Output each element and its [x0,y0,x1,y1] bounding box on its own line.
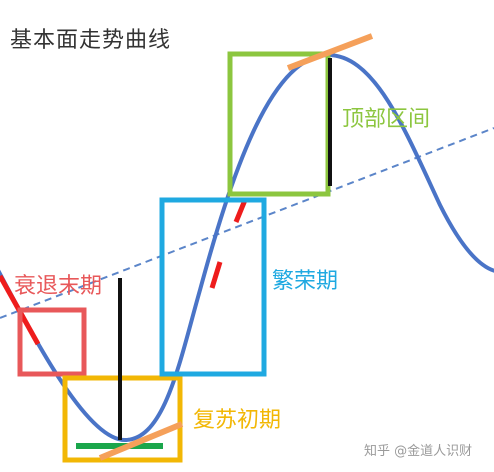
recovery-box [62,375,183,463]
top-box [227,51,331,197]
recession-box [17,307,87,377]
top-label: 顶部区间 [342,107,431,132]
boom-box [159,197,267,377]
diagram-title: 基本面走势曲线 [10,28,172,53]
cycle-curve [0,52,494,443]
rise-segment-lower [209,261,223,289]
trough-tangent [98,421,184,461]
watermark: 知乎 @金道人识财 [364,444,473,459]
recovery-label: 复苏初期 [193,408,282,433]
rise-segment-upper [233,199,248,223]
peak-tangent [286,33,374,71]
recession-label: 衰退末期 [14,274,103,299]
boom-label: 繁荣期 [272,269,339,294]
trend-line [0,127,494,319]
